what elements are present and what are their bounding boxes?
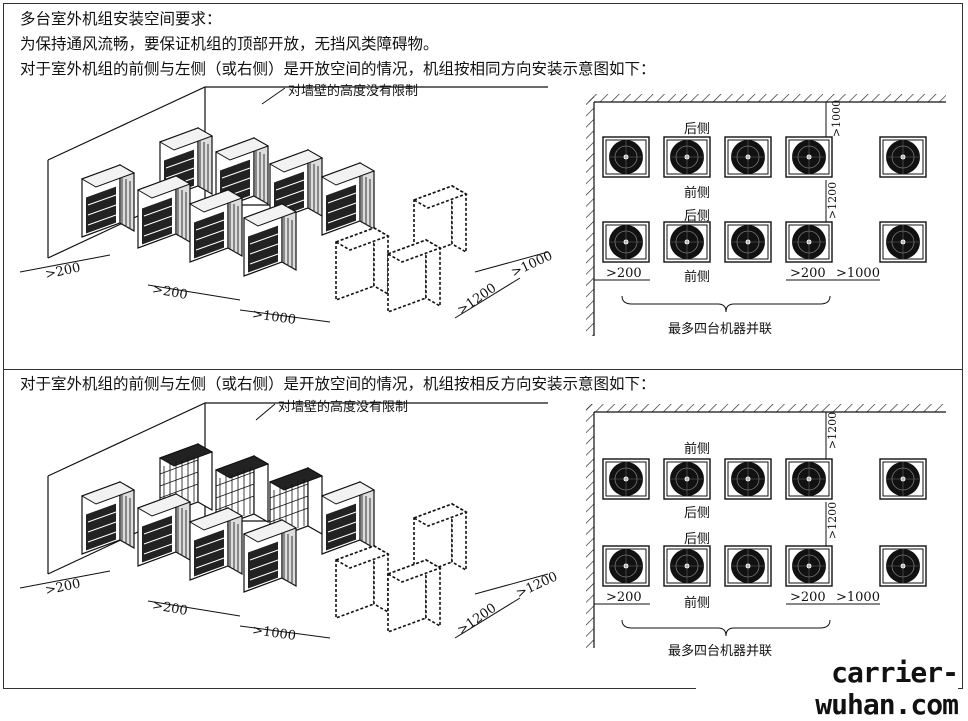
plan2-label-front-bottom: 前侧	[684, 592, 710, 611]
wall-note-top: 对墙壁的高度没有限制	[288, 80, 418, 99]
plan2-label-rear-mid-1: 后侧	[684, 502, 710, 521]
wall-note-bottom: 对墙壁的高度没有限制	[278, 396, 408, 415]
section2-title: 对于室外机组的前侧与左侧（或右侧）是开放空间的情况，机组按相反方向安装示意图如下…	[20, 374, 656, 394]
plan-dim-right-200: >200	[790, 266, 826, 281]
header-line-2: 为保持通风流畅，要保证机组的顶部开放，无挡风类障碍物。	[20, 34, 439, 54]
plan-label-rear-top: 后侧	[684, 118, 710, 137]
plan2-label-rear-mid-2: 后侧	[684, 528, 710, 547]
plan2-dim-left-200: >200	[606, 590, 642, 605]
plan-dim-mid-1200: >1200	[826, 182, 839, 219]
plan-dim-far-1000: >1000	[836, 266, 880, 281]
plan2-dim-right-200: >200	[790, 590, 826, 605]
plan2-dim-top-1200: >1200	[826, 412, 839, 449]
plan-label-front-mid: 前侧	[684, 182, 710, 201]
plan-dim-top-1000: >1000	[830, 100, 843, 137]
header-title: 多台室外机组安装空间要求：	[20, 9, 222, 29]
section-divider	[3, 369, 963, 370]
plan-dim-left-200: >200	[606, 266, 642, 281]
plan-label-rear-mid: 后侧	[684, 205, 710, 224]
plan-caption-top: 最多四台机器并联	[668, 318, 772, 337]
figure-frame	[3, 3, 963, 689]
plan2-dim-far-1000: >1000	[836, 590, 880, 605]
header-line-3: 对于室外机组的前侧与左侧（或右侧）是开放空间的情况，机组按相同方向安装示意图如下…	[20, 59, 656, 79]
plan-label-front-bottom: 前侧	[684, 266, 710, 285]
watermark: carrier-wuhan.com	[696, 657, 958, 689]
plan2-label-front-top: 前侧	[684, 438, 710, 457]
plan2-dim-mid-1200: >1200	[826, 502, 839, 539]
